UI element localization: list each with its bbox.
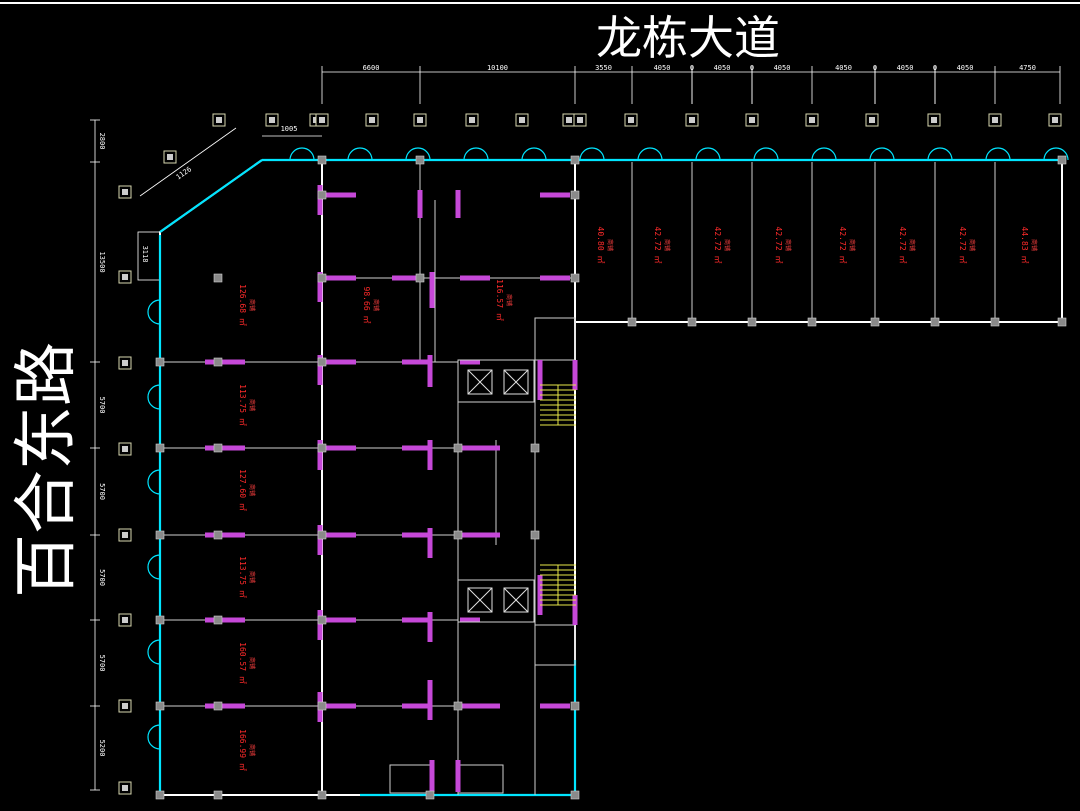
dimension-label-left: 5700 bbox=[98, 483, 106, 500]
svg-text:商铺: 商铺 bbox=[968, 239, 976, 251]
svg-text:113.75 ㎡: 113.75 ㎡ bbox=[238, 556, 247, 598]
dimension-label-left: 2800 bbox=[98, 133, 106, 150]
dimension-lines bbox=[90, 66, 1061, 791]
stairs bbox=[540, 384, 576, 606]
svg-text:商铺: 商铺 bbox=[248, 657, 256, 669]
svg-text:商铺: 商铺 bbox=[848, 239, 856, 251]
svg-text:商铺: 商铺 bbox=[505, 294, 513, 306]
svg-text:商铺: 商铺 bbox=[1030, 239, 1038, 251]
dimension-label-left: 5700 bbox=[98, 569, 106, 586]
dimension-label-small: 1126 bbox=[175, 165, 193, 181]
svg-text:商铺: 商铺 bbox=[606, 239, 614, 251]
dimension-label-left: 5200 bbox=[98, 740, 106, 757]
dimension-labels: 6600 10100 3550 4050 0 4050 0 4050 4050 0 4050 0 405… bbox=[98, 64, 1036, 756]
dimension-label-left: 13500 bbox=[98, 251, 106, 272]
svg-text:商铺: 商铺 bbox=[248, 571, 256, 583]
svg-text:商铺: 商铺 bbox=[248, 484, 256, 496]
svg-text:42.72 ㎡: 42.72 ㎡ bbox=[713, 227, 722, 264]
dimension-label-top: 4050 bbox=[654, 64, 671, 72]
svg-text:113.75 ㎡: 113.75 ㎡ bbox=[238, 384, 247, 426]
dimension-label-top: 6600 bbox=[363, 64, 380, 72]
svg-text:商铺: 商铺 bbox=[723, 239, 731, 251]
svg-text:166.99 ㎡: 166.99 ㎡ bbox=[238, 729, 247, 771]
svg-text:商铺: 商铺 bbox=[663, 239, 671, 251]
svg-text:127.60 ㎡: 127.60 ㎡ bbox=[238, 469, 247, 511]
svg-text:40.80 ㎡: 40.80 ㎡ bbox=[596, 227, 605, 264]
dimension-label-top: 4050 bbox=[957, 64, 974, 72]
dimension-label-small: 1005 bbox=[281, 125, 298, 133]
dimension-label-top: 4750 bbox=[1019, 64, 1036, 72]
svg-text:商铺: 商铺 bbox=[372, 299, 380, 311]
svg-text:42.72 ㎡: 42.72 ㎡ bbox=[774, 227, 783, 264]
svg-text:42.72 ㎡: 42.72 ㎡ bbox=[898, 227, 907, 264]
outer-piers bbox=[118, 113, 1062, 795]
dimension-label-top: 4050 bbox=[835, 64, 852, 72]
svg-text:116.57 ㎡: 116.57 ㎡ bbox=[495, 279, 504, 321]
dimension-label-top: 0 bbox=[933, 64, 937, 72]
street-name-left: 百合东路 bbox=[10, 342, 84, 598]
elevator-core-upper bbox=[457, 359, 535, 403]
glazing bbox=[147, 147, 1069, 797]
dimension-label-top: 4050 bbox=[774, 64, 791, 72]
svg-text:126.68 ㎡: 126.68 ㎡ bbox=[238, 284, 247, 326]
interior-walls bbox=[160, 162, 996, 795]
svg-text:42.72 ㎡: 42.72 ㎡ bbox=[653, 227, 662, 264]
dimension-label-left: 5700 bbox=[98, 655, 106, 672]
svg-text:160.57 ㎡: 160.57 ㎡ bbox=[238, 642, 247, 684]
svg-text:42.72 ㎡: 42.72 ㎡ bbox=[958, 227, 967, 264]
structural-columns bbox=[155, 155, 1067, 800]
dimension-label-top: 0 bbox=[873, 64, 877, 72]
dimension-label-top: 4050 bbox=[714, 64, 731, 72]
svg-text:98.66 ㎡: 98.66 ㎡ bbox=[362, 287, 371, 324]
dimension-label-top: 4050 bbox=[897, 64, 914, 72]
svg-text:42.72 ㎡: 42.72 ㎡ bbox=[838, 227, 847, 264]
dimension-label-small: 3118 bbox=[141, 246, 149, 263]
svg-text:44.83 ㎡: 44.83 ㎡ bbox=[1020, 227, 1029, 264]
svg-text:商铺: 商铺 bbox=[784, 239, 792, 251]
dimension-label-top: 0 bbox=[690, 64, 694, 72]
dimension-label-top: 3550 bbox=[595, 64, 612, 72]
outer-walls bbox=[159, 159, 1063, 796]
svg-text:商铺: 商铺 bbox=[248, 299, 256, 311]
street-name-top: 龙栋大道 bbox=[596, 11, 780, 65]
dimension-label-left: 5700 bbox=[98, 397, 106, 414]
svg-text:商铺: 商铺 bbox=[248, 744, 256, 756]
svg-text:商铺: 商铺 bbox=[908, 239, 916, 251]
svg-text:商铺: 商铺 bbox=[248, 399, 256, 411]
elevator-core-lower bbox=[457, 579, 535, 623]
dimension-label-top: 10100 bbox=[487, 64, 508, 72]
dimension-label-top: 0 bbox=[750, 64, 754, 72]
